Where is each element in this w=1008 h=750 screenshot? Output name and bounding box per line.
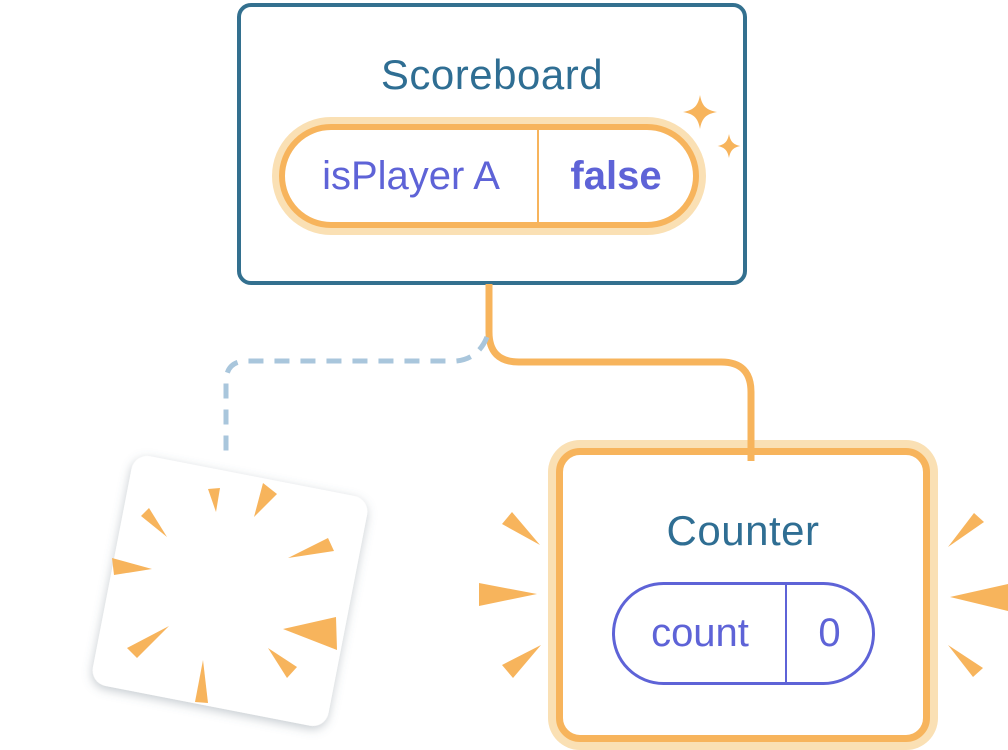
emphasis-marks-left-icon bbox=[479, 512, 541, 678]
counter-state-pill: count 0 bbox=[612, 582, 875, 685]
scoreboard-state-value: false bbox=[570, 153, 662, 198]
active-connector-line bbox=[485, 284, 755, 461]
emphasis-marks-right-icon bbox=[948, 513, 1008, 677]
counter-title: Counter bbox=[666, 507, 820, 554]
counter-state-name: count bbox=[651, 611, 749, 655]
destroyed-counter-card bbox=[92, 456, 368, 726]
counter-component-card: Counter count 0 bbox=[556, 448, 930, 742]
burst-explosion-icon bbox=[112, 483, 337, 703]
counter-state-value: 0 bbox=[818, 611, 841, 655]
scoreboard-title: Scoreboard bbox=[380, 51, 604, 98]
scoreboard-state-name: isPlayer A bbox=[322, 153, 500, 198]
removed-connector-dashed-line bbox=[223, 335, 490, 461]
pill-divider bbox=[785, 585, 787, 682]
pill-divider bbox=[537, 130, 539, 222]
scoreboard-state-pill: isPlayer A false bbox=[279, 124, 699, 228]
scoreboard-component-card: Scoreboard isPlayer A false bbox=[237, 3, 747, 285]
